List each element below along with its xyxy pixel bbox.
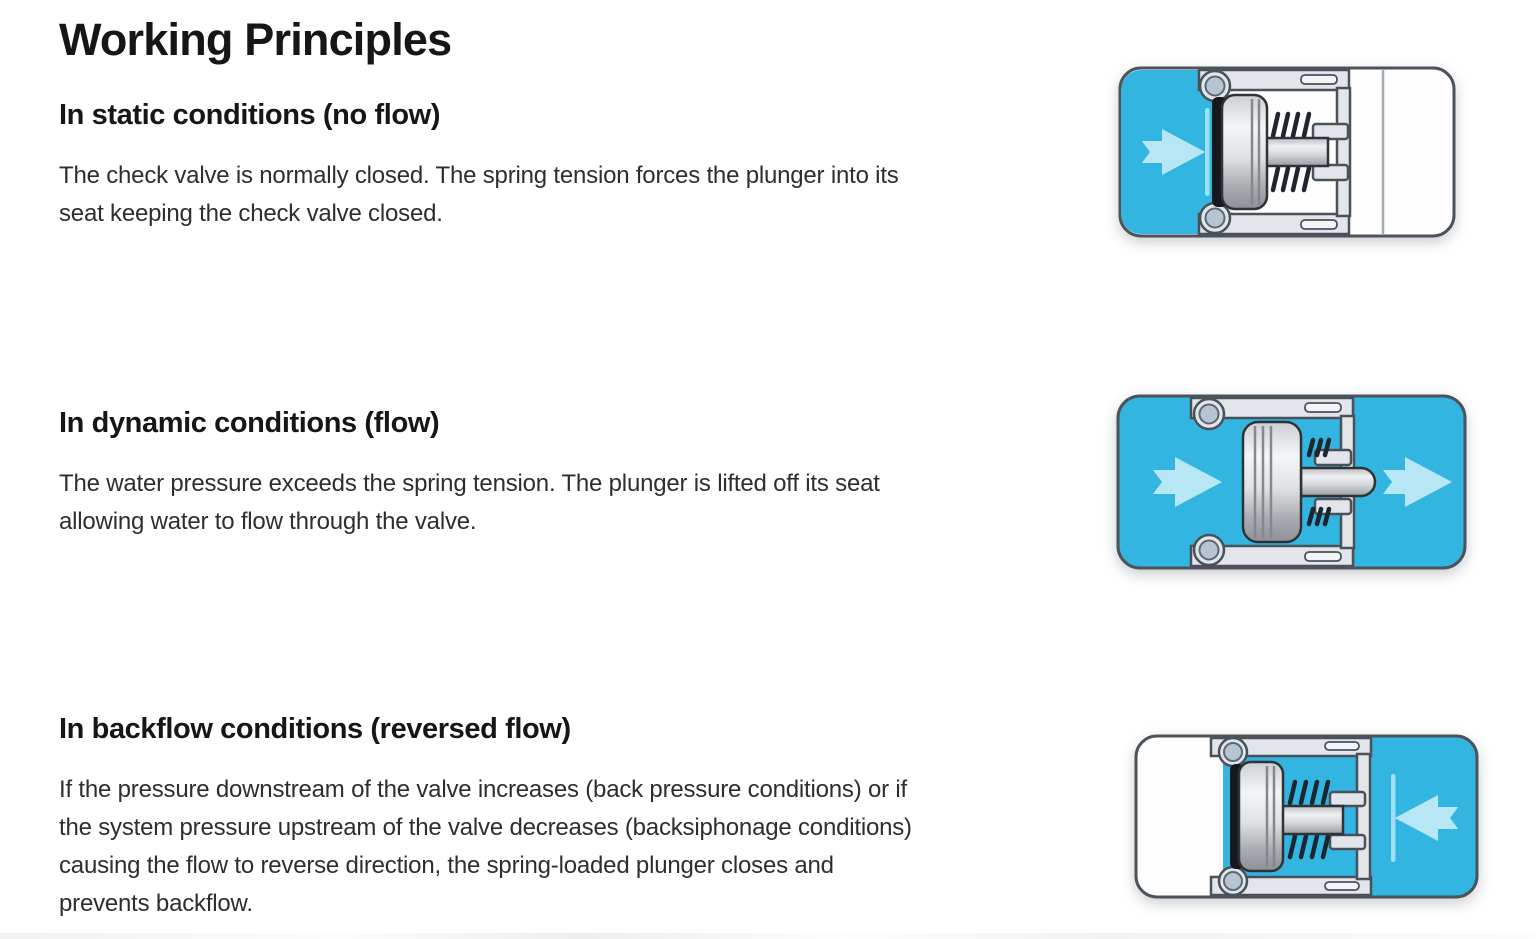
guide-bracket-top — [1313, 448, 1353, 467]
flow-arrow-right-icon — [1141, 129, 1206, 175]
valve-clamp — [1209, 736, 1373, 897]
valve-diagram-static — [1118, 66, 1456, 238]
bolt-bottom-icon — [1198, 539, 1220, 561]
bolt-top-icon — [1198, 403, 1220, 425]
section-heading-dynamic: In dynamic conditions (flow) — [59, 407, 440, 439]
valve-casing-outline — [1134, 734, 1479, 899]
plunger — [1241, 420, 1377, 544]
plunger-head — [1220, 93, 1269, 211]
guide-bracket-bottom — [1328, 833, 1367, 851]
section-body-dynamic: The water pressure exceeds the spring te… — [59, 470, 880, 535]
flow-arrow-inlet-icon — [1153, 457, 1222, 507]
bolt-top-icon — [1204, 75, 1226, 97]
flow-accent-line — [1391, 774, 1396, 862]
bolt-bottom-icon — [1204, 207, 1226, 229]
guide-bracket-bottom — [1313, 497, 1353, 516]
spring — [1287, 779, 1331, 860]
valve-diagram-backflow — [1134, 734, 1479, 899]
plunger-stem — [1279, 804, 1345, 836]
plunger-head — [1237, 760, 1285, 873]
figure-valve-dynamic-open — [1115, 392, 1468, 572]
guide-bracket-top — [1328, 790, 1367, 808]
guide-bracket-bottom — [1311, 163, 1350, 182]
section-body-static: The check valve is normally closed. The … — [59, 162, 899, 227]
valve-clamp — [1197, 68, 1352, 236]
flow-arrow-outlet-icon — [1383, 457, 1452, 507]
page-title: Working Principles — [59, 14, 452, 65]
flow-arrow-left-icon — [1394, 795, 1459, 841]
spring-compressed — [1306, 437, 1332, 527]
section-heading-static: In static conditions (no flow) — [59, 99, 441, 131]
bolt-bottom-icon — [1223, 871, 1243, 891]
guide-bracket-top — [1311, 122, 1350, 141]
plunger-stem — [1299, 466, 1377, 498]
bolt-top-icon — [1223, 742, 1243, 762]
valve-diagram-dynamic — [1116, 394, 1467, 570]
figure-valve-static-closed — [1117, 64, 1457, 240]
section-body-backflow: If the pressure downstream of the valve … — [59, 776, 912, 917]
spring — [1270, 111, 1312, 193]
plunger — [1220, 93, 1330, 211]
figure-valve-backflow-closed — [1133, 732, 1480, 901]
plunger-stem — [1262, 136, 1330, 168]
plunger — [1237, 760, 1345, 873]
flow-accent-line — [1205, 108, 1210, 196]
section-heading-backflow: In backflow conditions (reversed flow) — [59, 713, 571, 745]
page-bottom-crop-artifact — [0, 933, 1536, 939]
